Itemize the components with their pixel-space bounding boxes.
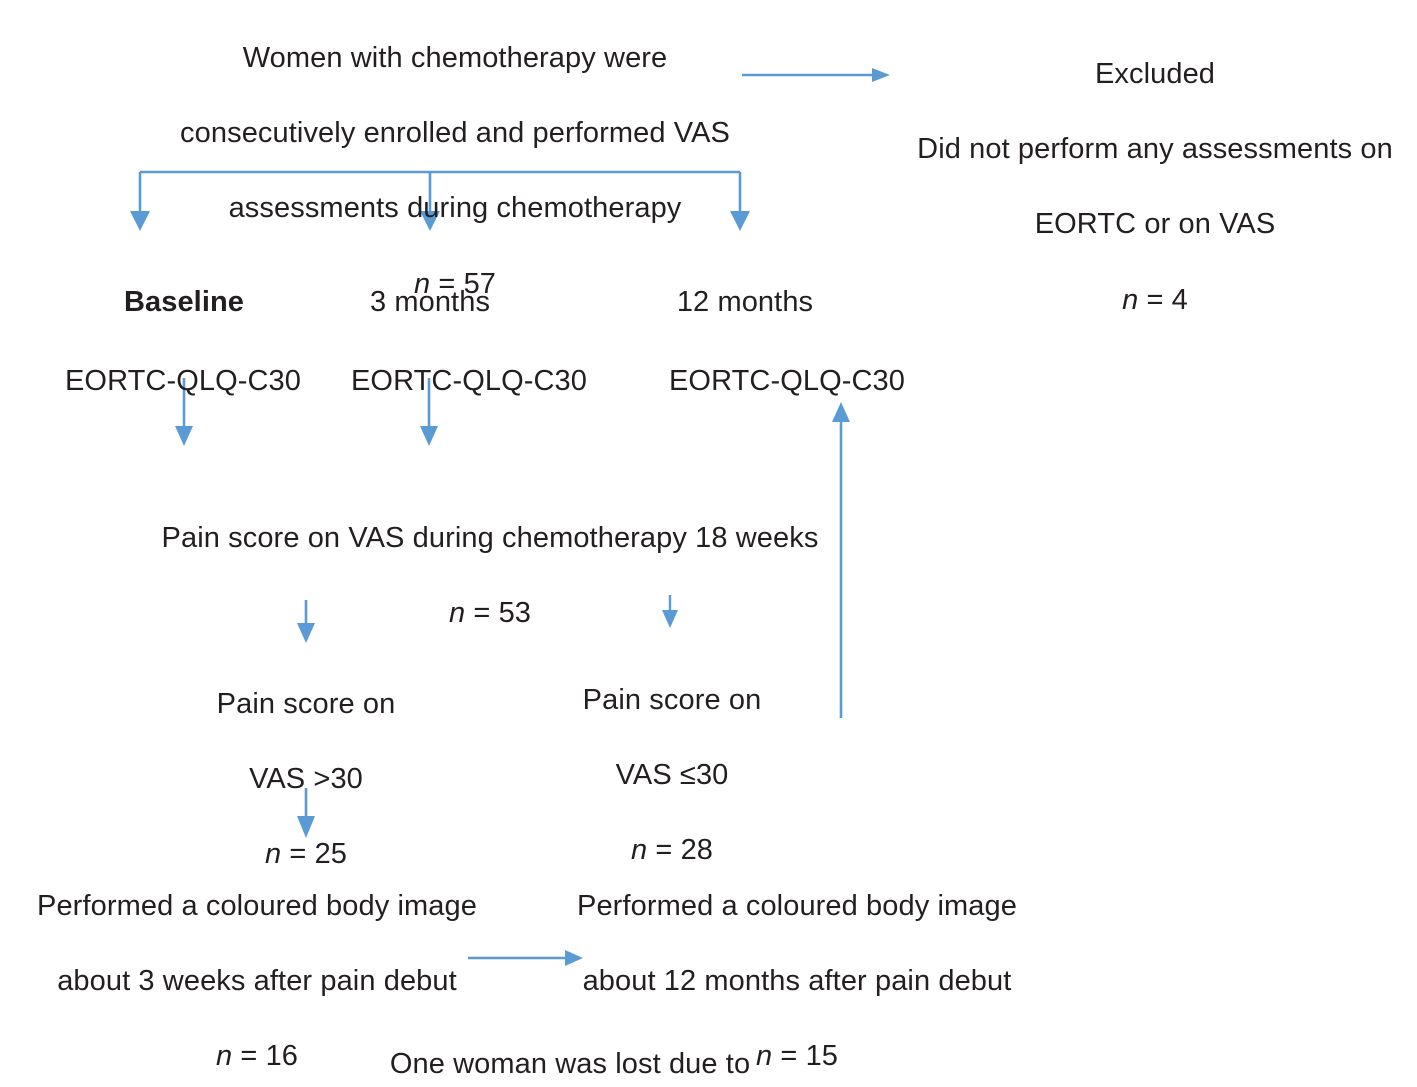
n-symbol: n (413, 267, 431, 300)
n-value: 57 (463, 267, 497, 300)
vas-above-30-line2: VAS >30 (249, 763, 363, 796)
node-excluded-line1: Excluded (1094, 57, 1216, 90)
n-value: 53 (498, 597, 532, 630)
node-body-image-3weeks: Performed a coloured body image about 3 … (0, 850, 514, 1087)
vas-above-30-count: n = 25 (186, 836, 426, 874)
node-timepoint-3months: 3 months (330, 246, 530, 359)
node-enrolled-line1: Women with chemotherapy were (242, 41, 668, 74)
timepoint-12months-label: 12 months (676, 285, 814, 318)
node-timepoint-baseline: Baseline (84, 246, 284, 359)
node-excluded-line2: Did not perform any assessments on (917, 133, 1393, 166)
timepoint-baseline-label: Baseline (123, 285, 245, 318)
node-enrolled-line3: assessments during chemotherapy (228, 192, 682, 225)
node-excluded-line3: EORTC or on VAS (1034, 208, 1276, 241)
node-body-image-12months: Performed a coloured body image about 12… (540, 850, 1054, 1087)
node-excluded: Excluded Did not perform any assessments… (893, 18, 1417, 357)
body-image-3weeks-line2: about 3 weeks after pain debut (57, 965, 457, 998)
body-image-12months-count: n = 15 (540, 1038, 1054, 1076)
node-lost-note: One woman was lost due to death in breas… (310, 1008, 830, 1087)
node-enrolled-line2: consecutively enrolled and performed VAS (180, 117, 730, 150)
node-vas-above-30: Pain score on VAS >30 n = 25 (186, 648, 426, 912)
n-value: 25 (314, 838, 348, 871)
node-eortc-3months: EORTC-QLQ-C30 (344, 325, 594, 438)
n-equals: = (772, 1040, 806, 1073)
n-value: 16 (265, 1040, 299, 1073)
n-symbol: n (448, 597, 466, 630)
vas-below-30-line1: Pain score on (582, 683, 762, 716)
node-enrolled-count: n = 57 (150, 266, 760, 304)
eortc-3months-label: EORTC-QLQ-C30 (350, 364, 588, 397)
eortc-baseline-label: EORTC-QLQ-C30 (64, 364, 302, 397)
n-equals: = (1138, 283, 1172, 316)
n-symbol: n (215, 1040, 233, 1073)
eortc-12months-label: EORTC-QLQ-C30 (668, 364, 906, 397)
n-symbol: n (1122, 283, 1139, 316)
n-value: 4 (1171, 283, 1188, 316)
n-value: 15 (805, 1040, 839, 1073)
node-excluded-count: n = 4 (893, 282, 1417, 320)
n-symbol: n (630, 834, 648, 867)
connector-enrolled-to-excluded (742, 68, 890, 82)
n-equals: = (430, 267, 464, 300)
node-eortc-baseline: EORTC-QLQ-C30 (58, 325, 308, 438)
n-symbol: n (264, 838, 282, 871)
node-timepoint-12months: 12 months (645, 246, 845, 359)
n-equals: = (647, 834, 681, 867)
n-equals: = (232, 1040, 266, 1073)
lost-note-line1: One woman was lost due to (389, 1047, 751, 1080)
node-vas-below-30: Pain score on VAS ≤30 n = 28 (552, 644, 792, 908)
node-enrolled: Women with chemotherapy were consecutive… (150, 2, 760, 341)
n-equals: = (281, 838, 315, 871)
body-image-3weeks-line1: Performed a coloured body image (37, 889, 477, 922)
n-symbol: n (755, 1040, 773, 1073)
n-value: 28 (680, 834, 714, 867)
vas-during-chemo-count: n = 53 (110, 595, 870, 633)
body-image-12months-line2: about 12 months after pain debut (582, 965, 1012, 998)
vas-during-chemo-line1: Pain score on VAS during chemotherapy 18… (161, 521, 819, 554)
body-image-3weeks-count: n = 16 (0, 1038, 514, 1076)
node-eortc-12months: EORTC-QLQ-C30 (662, 325, 912, 438)
node-vas-during-chemo: Pain score on VAS during chemotherapy 18… (110, 482, 870, 670)
vas-below-30-count: n = 28 (552, 832, 792, 870)
vas-below-30-line2: VAS ≤30 (615, 759, 729, 792)
body-image-12months-line1: Performed a coloured body image (577, 889, 1017, 922)
timepoint-3months-label: 3 months (369, 285, 491, 318)
n-equals: = (465, 597, 499, 630)
vas-above-30-line1: Pain score on (216, 687, 396, 720)
